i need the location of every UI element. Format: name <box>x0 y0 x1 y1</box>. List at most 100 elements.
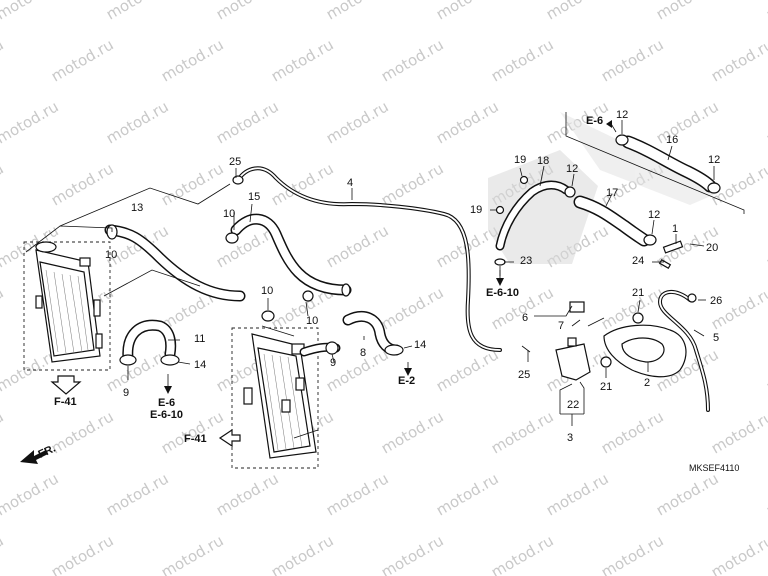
left-f41-arrow <box>50 375 82 395</box>
watermark-text: motod.ru <box>653 97 722 147</box>
callout-8: 8 <box>360 347 366 359</box>
watermark-text: motod.ru <box>543 469 612 519</box>
ref-e2: E-2 <box>398 375 415 387</box>
callout-25a: 25 <box>229 156 241 168</box>
callout-25b: 25 <box>518 369 530 381</box>
right-radiator <box>231 327 319 469</box>
watermark-text: motod.ru <box>708 35 768 85</box>
callout-10d: 10 <box>306 315 318 327</box>
hose-17 <box>573 195 651 247</box>
watermark-text: motod.ru <box>378 159 447 209</box>
watermark-text: motod.ru <box>48 159 117 209</box>
watermark-text: motod.ru <box>763 469 768 519</box>
reference-labels: F-41 F-41 E-6 E-6-10 E-2 E-6-10 E-6 <box>54 115 603 445</box>
watermark-text: motod.ru <box>0 469 62 519</box>
watermark-text: motod.ru <box>378 531 447 576</box>
callout-numbers: 1 2 3 4 5 6 7 8 9 9 10 10 10 10 11 12 12… <box>105 109 722 444</box>
watermark-text: motod.ru <box>323 97 392 147</box>
watermark-text: motod.ru <box>763 221 768 271</box>
callout-21b: 21 <box>600 381 612 393</box>
hose-13 <box>104 224 246 302</box>
callout-2: 2 <box>644 377 650 389</box>
callout-10b: 10 <box>223 208 235 220</box>
right-radiator-frame <box>231 327 319 469</box>
watermark-text: motod.ru <box>433 0 502 23</box>
callout-18: 18 <box>537 155 549 167</box>
callout-19b: 19 <box>470 204 482 216</box>
callout-4: 4 <box>347 177 353 189</box>
callout-26: 26 <box>710 295 722 307</box>
tube-5 <box>658 290 710 412</box>
watermark-text: motod.ru <box>103 469 172 519</box>
watermark-text: motod.ru <box>323 221 392 271</box>
ref-e610-left: E-6-10 <box>150 409 183 421</box>
callout-10a: 10 <box>105 249 117 261</box>
watermark-text: motod.ru <box>103 0 172 23</box>
ref-f41-left: F-41 <box>54 396 77 408</box>
callout-12d: 12 <box>648 209 660 221</box>
callout-5: 5 <box>713 332 719 344</box>
watermark-text: motod.ru <box>433 345 502 395</box>
watermark-text: motod.ru <box>378 35 447 85</box>
stipple-region <box>488 112 720 264</box>
watermark-text: motod.ru <box>763 345 768 395</box>
hose-11 <box>122 319 177 364</box>
callout-11: 11 <box>194 333 205 345</box>
callout-9b: 9 <box>330 357 336 369</box>
hose-15 <box>230 213 352 296</box>
right-f41-arrow <box>218 428 241 448</box>
callout-9a: 9 <box>123 387 129 399</box>
watermark-text: motod.ru <box>213 97 282 147</box>
watermark-text: motod.ru <box>268 35 337 85</box>
callout-1: 1 <box>672 223 678 235</box>
callout-6: 6 <box>522 312 528 324</box>
watermark-text: motod.ru <box>653 0 722 23</box>
left-radiator <box>23 241 111 371</box>
watermark-text: motod.ru <box>598 407 667 457</box>
callout-24: 24 <box>632 255 644 267</box>
callout-12c: 12 <box>708 154 720 166</box>
callout-19a: 19 <box>514 154 526 166</box>
watermark-text: motod.ru <box>598 35 667 85</box>
ref-arrows <box>164 120 612 394</box>
watermark-text: motod.ru <box>213 0 282 23</box>
watermark-text: motod.ru <box>48 35 117 85</box>
watermark-text: motod.ru <box>433 97 502 147</box>
watermark-text: motod.ru <box>378 283 447 333</box>
watermark-text: motod.ru <box>488 35 557 85</box>
callout-12a: 12 <box>616 109 628 121</box>
callout-23: 23 <box>520 255 532 267</box>
hose-16 <box>621 135 717 193</box>
watermark-text: motod.ru <box>268 531 337 576</box>
hose-18 <box>495 180 571 251</box>
ref-e6-left: E-6 <box>158 397 175 409</box>
watermark-text: motod.ru <box>158 531 227 576</box>
watermark-text: motod.ru <box>213 469 282 519</box>
ref-e6-top: E-6 <box>586 115 603 127</box>
thermostat-housing <box>603 324 687 378</box>
clamps <box>106 134 721 368</box>
watermark-text: motod.ru <box>0 283 7 333</box>
callout-21a: 21 <box>632 287 644 299</box>
watermark-text: motod.ru <box>543 0 612 23</box>
watermark-text: motod.ru <box>103 345 172 395</box>
watermark-text: motod.ru <box>378 407 447 457</box>
callout-13: 13 <box>131 202 143 214</box>
boundary-line <box>565 112 745 214</box>
watermark-text: motod.ru <box>0 97 62 147</box>
callout-10c: 10 <box>261 285 273 297</box>
callout-16: 16 <box>666 134 678 146</box>
callout-20: 20 <box>706 242 718 254</box>
watermark-text: motod.ru <box>48 407 117 457</box>
ref-e610-mid: E-6-10 <box>486 287 519 299</box>
callout-12b: 12 <box>566 163 578 175</box>
watermark-text: motod.ru <box>158 35 227 85</box>
watermark-text: motod.ru <box>708 531 768 576</box>
watermark-text: motod.ru <box>323 469 392 519</box>
watermark-text: motod.ru <box>763 97 768 147</box>
bracket-3 <box>555 337 591 381</box>
watermark-text: motod.ru <box>598 531 667 576</box>
watermark-text: motod.ru <box>323 0 392 23</box>
callout-3: 3 <box>567 432 573 444</box>
